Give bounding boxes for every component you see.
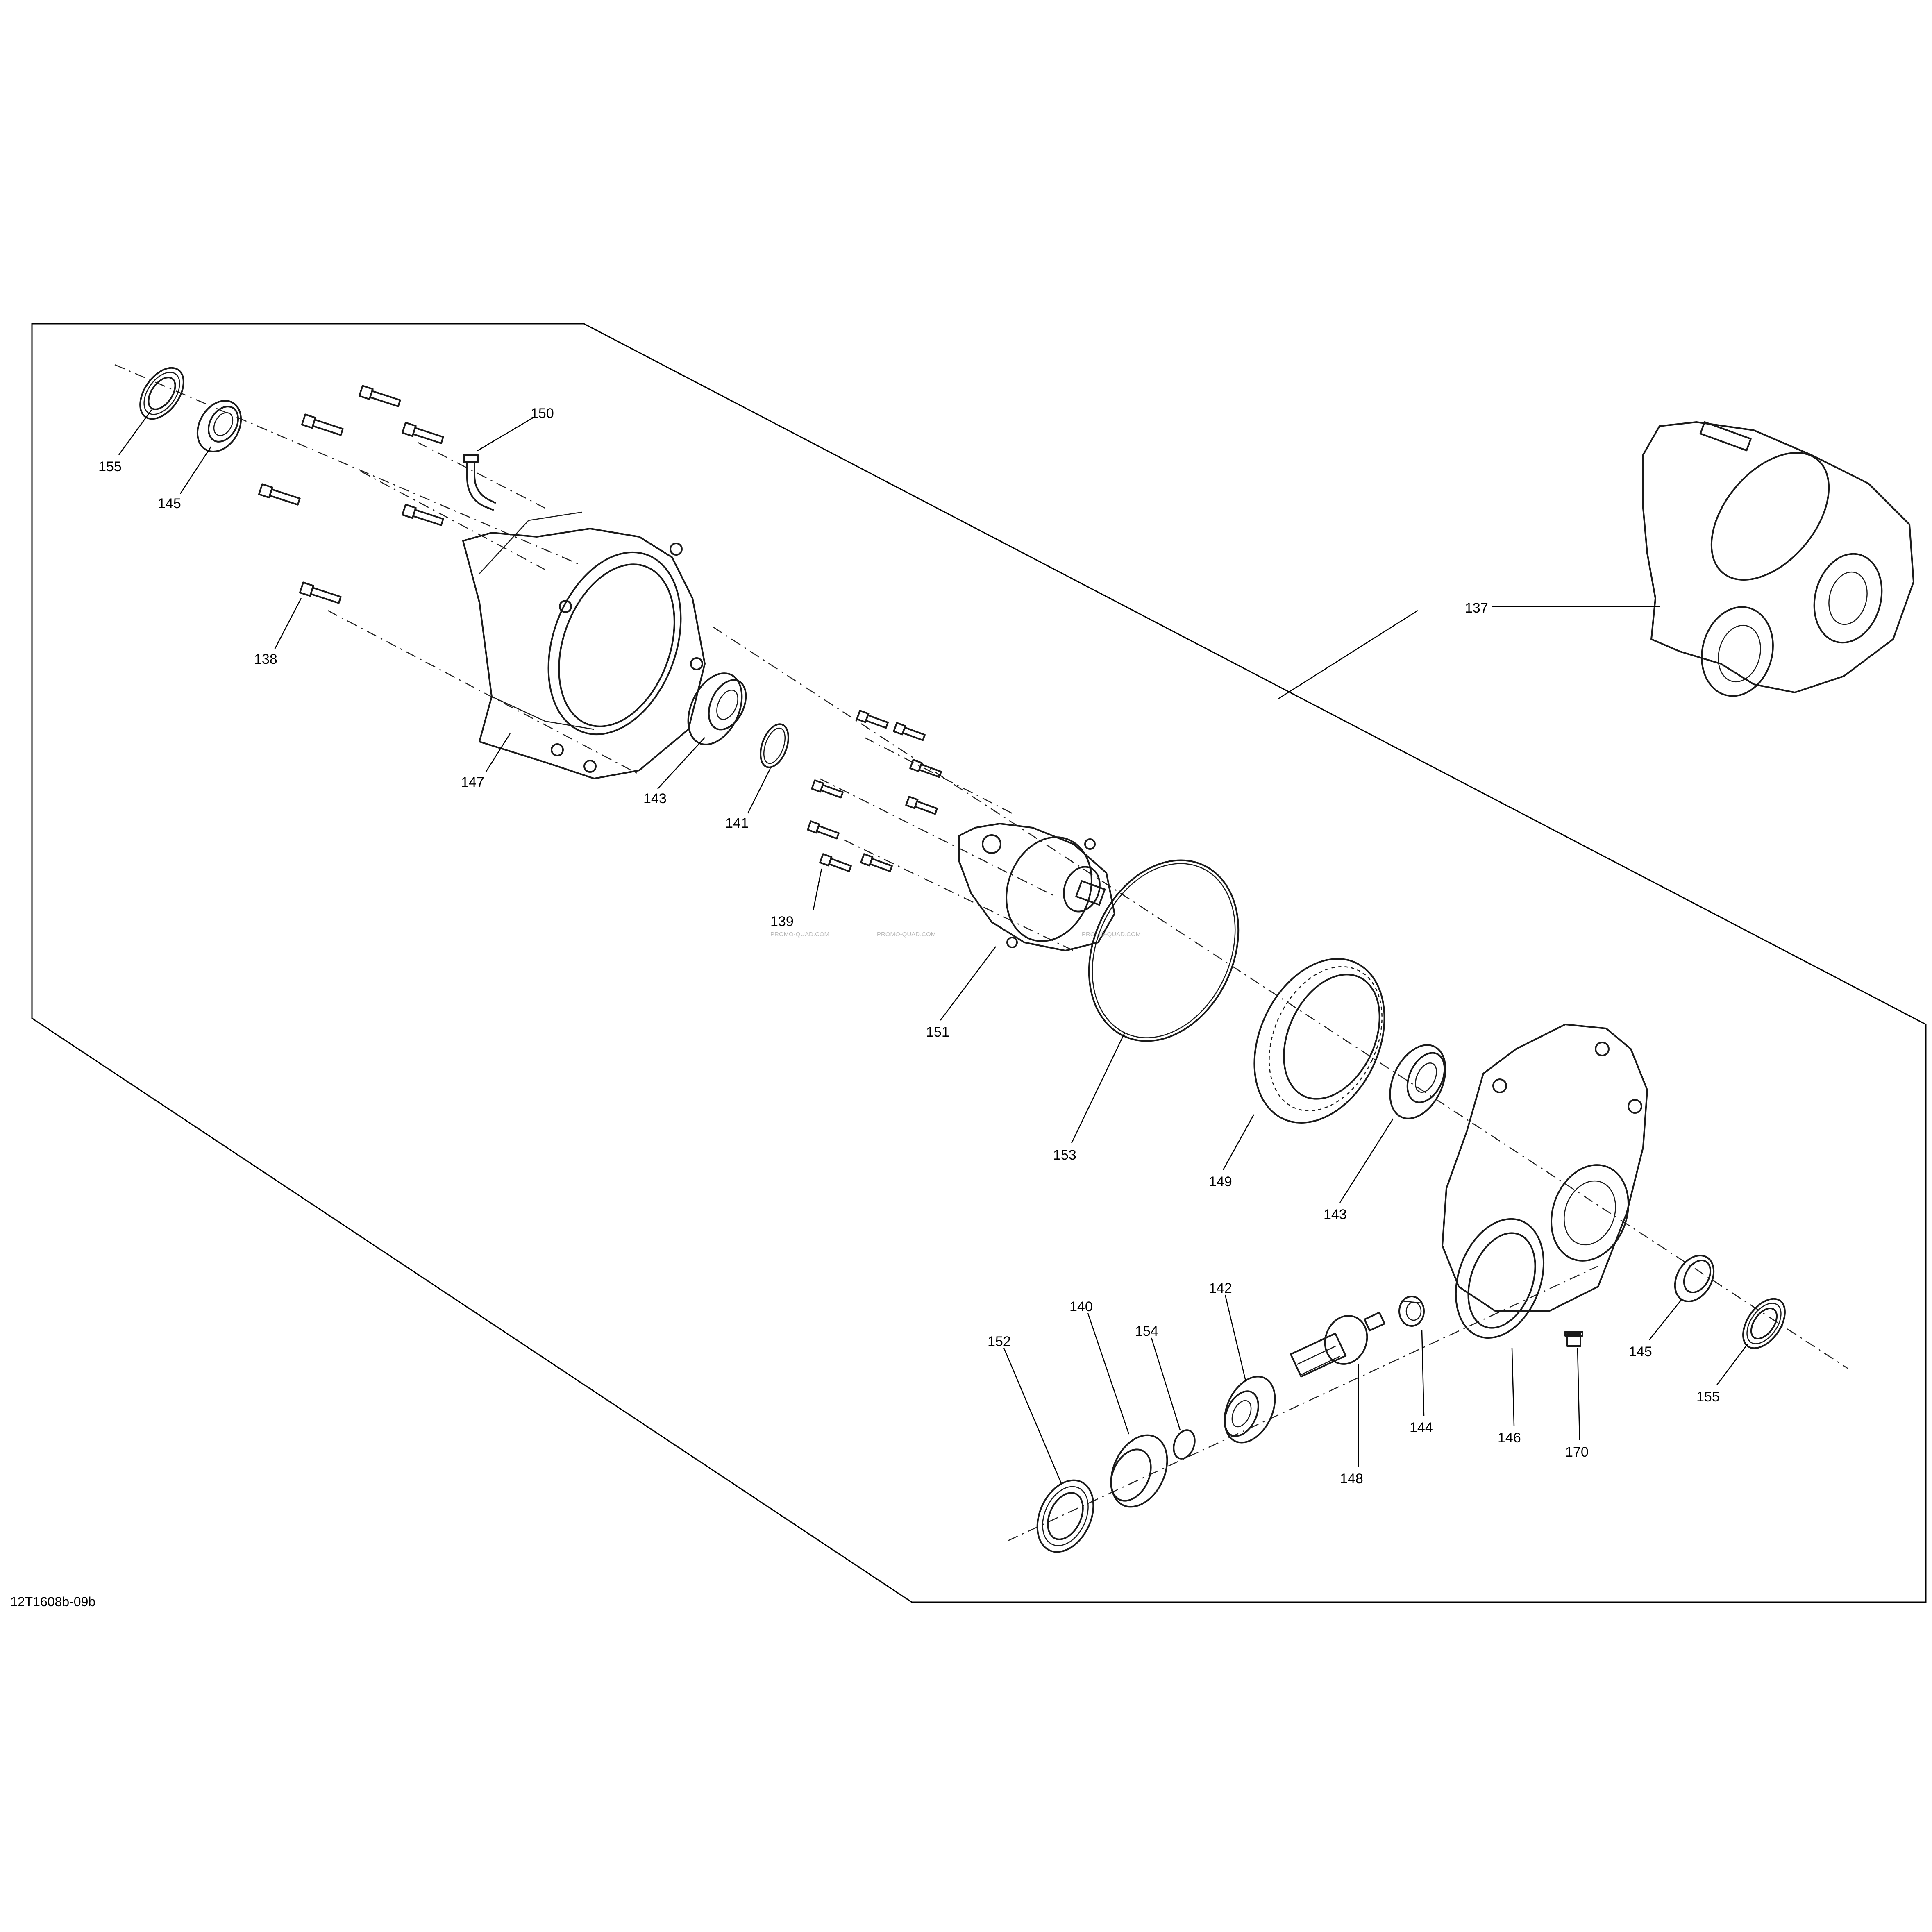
callout-139: 139 — [770, 914, 794, 929]
bearing-145-upper — [196, 400, 242, 452]
watermark-1: PROMO-QUAD.COM — [770, 931, 829, 938]
callout-140: 140 — [1069, 1299, 1093, 1314]
final-drive-assembly-137 — [1642, 421, 1914, 697]
callout-147: 147 — [461, 774, 484, 790]
housing-bolts-138 — [258, 385, 444, 604]
oil-seal-152 — [1036, 1479, 1094, 1553]
callout-155-upper: 155 — [98, 459, 122, 474]
callout-152: 152 — [988, 1334, 1011, 1349]
housing-147 — [462, 511, 706, 779]
snap-ring-154 — [1173, 1429, 1196, 1460]
callout-146: 146 — [1498, 1430, 1521, 1446]
callout-leader-lines — [118, 409, 1748, 1484]
watermark-2: PROMO-QUAD.COM — [877, 931, 936, 938]
callout-150: 150 — [531, 406, 554, 421]
oil-seal-155-lower — [1742, 1298, 1786, 1349]
oil-seal-155-upper — [139, 367, 184, 420]
callout-142: 142 — [1209, 1280, 1232, 1296]
callout-141: 141 — [725, 815, 749, 831]
ring-gear-149 — [1253, 958, 1385, 1124]
o-ring-153 — [1088, 859, 1240, 1042]
bearing-142 — [1224, 1376, 1276, 1444]
differential-151 — [958, 823, 1115, 951]
needle-bearing-144 — [1398, 1296, 1425, 1327]
callout-170: 170 — [1565, 1444, 1589, 1460]
callout-145-upper: 145 — [158, 496, 181, 511]
differential-bolts-139 — [807, 710, 942, 872]
bearing-143-right — [1389, 1044, 1446, 1119]
assembly-axis-lines — [114, 364, 1848, 1542]
callout-143-left: 143 — [643, 791, 667, 806]
snap-ring-141 — [760, 723, 789, 768]
callout-148: 148 — [1340, 1471, 1363, 1487]
breather-tube-150 — [463, 454, 496, 511]
callout-149: 149 — [1209, 1174, 1232, 1190]
reference-code: 12T1608b-09b — [10, 1594, 95, 1609]
bearing-143-left — [687, 672, 747, 745]
callout-155-lower: 155 — [1696, 1389, 1720, 1405]
bearing-145-right — [1674, 1254, 1715, 1303]
callout-143-right: 143 — [1324, 1207, 1347, 1222]
callout-145-lower: 145 — [1629, 1344, 1652, 1360]
callout-137: 137 — [1465, 600, 1488, 616]
diagram-frame — [31, 323, 1927, 1603]
pinion-gear-148 — [1290, 1312, 1385, 1378]
callout-151: 151 — [926, 1024, 949, 1040]
callout-154: 154 — [1135, 1324, 1158, 1339]
coupling-140 — [1110, 1434, 1168, 1508]
callout-labels: 155 145 150 138 147 143 141 139 151 153 … — [98, 406, 1720, 1487]
watermark-3: PROMO-QUAD.COM — [1082, 931, 1141, 938]
callout-144: 144 — [1410, 1420, 1433, 1435]
callout-138: 138 — [254, 652, 277, 667]
housing-146 — [1442, 1024, 1648, 1339]
drain-plug-170 — [1564, 1331, 1583, 1347]
callout-153: 153 — [1053, 1147, 1076, 1163]
